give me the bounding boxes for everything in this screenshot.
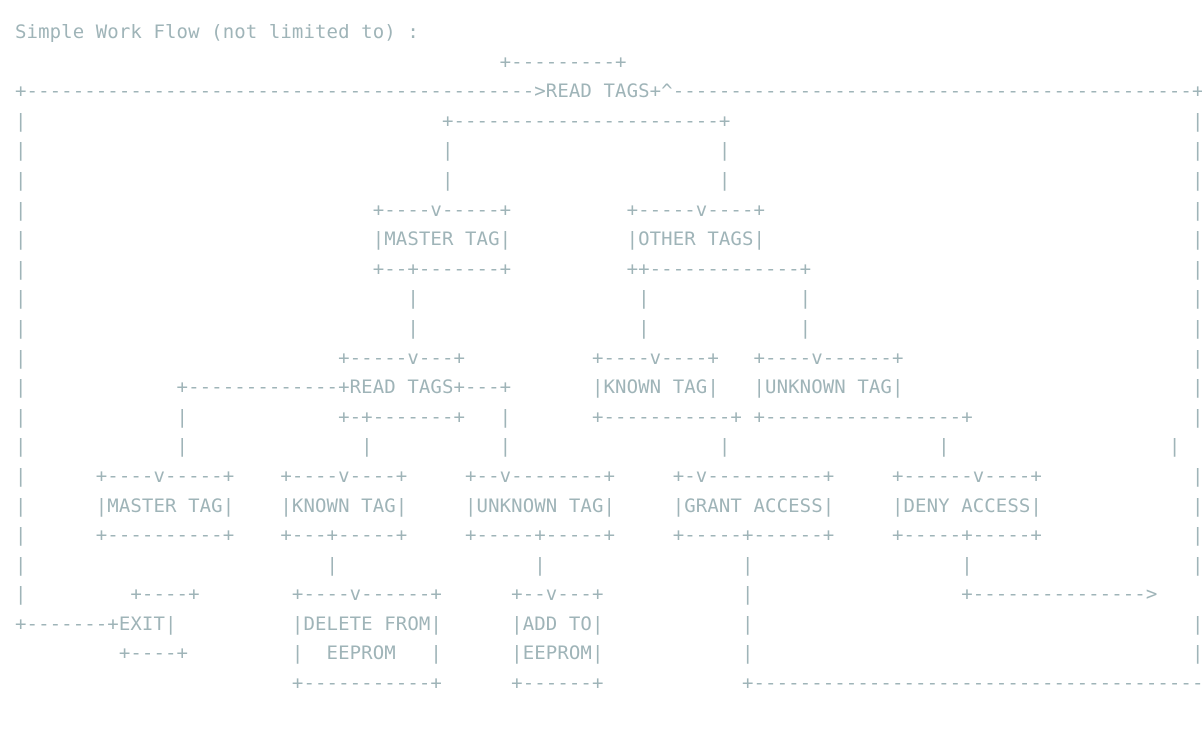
diagram-line: | | | | | [15,316,1202,339]
diagram-line: | +----v-----+ +-----v----+ | [15,198,1202,221]
diagram-line: | +-------------+READ TAGS+---+ |KNOWN T… [15,376,1202,399]
diagram-line: | | | | | | | [15,435,1181,458]
diagram-line: +-----------+ +------+ +----------------… [15,672,1202,695]
diagram-line: | +----+ +----v------+ +--v---+ | +-----… [15,583,1158,606]
diagram-line: | | | | | [15,287,1202,310]
diagram-line: | | +-+-------+ | +-----------+ +-------… [15,405,1202,428]
diagram-line: | |MASTER TAG| |OTHER TAGS| | [15,228,1202,251]
diagram-line: | +-----v---+ +----v----+ +----v------+ … [15,346,1202,369]
diagram-line: | |MASTER TAG| |KNOWN TAG| |UNKNOWN TAG|… [15,494,1202,517]
diagram-line: +---------------------------------------… [15,80,1202,103]
diagram-line: | +----------+ +---+-----+ +-----+-----+… [15,524,1202,547]
diagram-line: | | | | [15,168,1202,191]
diagram-line: +---------+ [15,50,627,73]
diagram-line: +----+ | EEPROM | |EEPROM| | | [15,642,1202,665]
diagram-line: | +-----------------------+ | [15,109,1202,132]
diagram-title: Simple Work Flow (not limited to) : [15,21,419,43]
diagram-line: | | | | | | [15,553,1202,576]
diagram-line: | +----v-----+ +----v----+ +--v--------+… [15,464,1202,487]
diagram-line: | +--+-------+ ++-------------+ | [15,257,1202,280]
ascii-flowchart: +---------+ +----------------------------… [15,48,1202,699]
workflow-diagram: Simple Work Flow (not limited to) : +---… [15,18,1202,718]
diagram-line: | | | | [15,139,1202,162]
diagram-line: +-------+EXIT| |DELETE FROM| |ADD TO| | … [15,612,1202,635]
